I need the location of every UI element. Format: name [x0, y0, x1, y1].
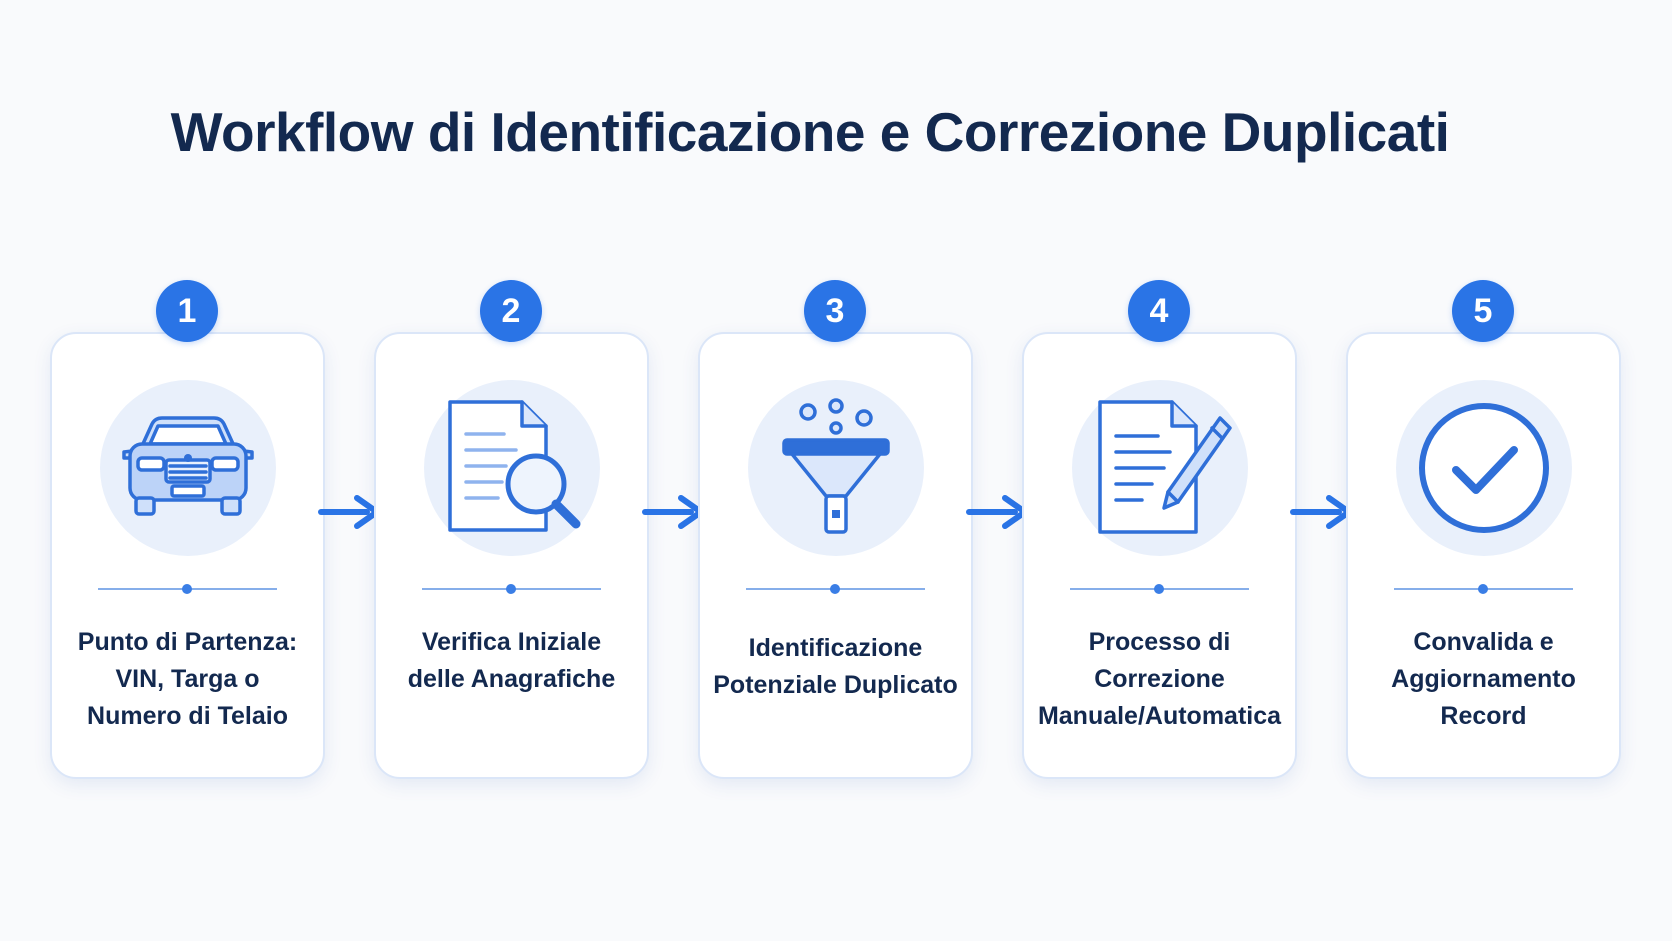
icon-circle [424, 380, 600, 556]
step-label: Processo di Correzione Manuale/Automatic… [1034, 624, 1285, 735]
workflow-step-5: Convalida e Aggiornamento Record 5 [1346, 280, 1621, 780]
step-card: Verifica Iniziale delle Anagrafiche [374, 332, 649, 779]
step-label-line: Manuale/Automatica [1037, 702, 1282, 730]
step-label-line: Convalida e [1413, 628, 1554, 656]
separator-dot [506, 584, 516, 594]
step-number-badge: 2 [480, 280, 542, 342]
step-label-line: VIN, Targa o [115, 665, 260, 693]
step-card: Processo di Correzione Manuale/Automatic… [1022, 332, 1297, 779]
step-label: Identificazione Potenziale Duplicato [710, 630, 961, 704]
step-number-badge: 3 [804, 280, 866, 342]
icon-circle [748, 380, 924, 556]
step-number-badge: 1 [156, 280, 218, 342]
step-label-line: Verifica Iniziale [421, 628, 602, 656]
workflow-step-3: Identificazione Potenziale Duplicato 3 [698, 280, 973, 780]
step-number-badge: 4 [1128, 280, 1190, 342]
step-label: Punto di Partenza: VIN, Targa o Numero d… [62, 624, 313, 735]
car-icon [122, 416, 254, 516]
step-number-badge: 5 [1452, 280, 1514, 342]
separator-dot [1154, 584, 1164, 594]
workflow-step-2: Verifica Iniziale delle Anagrafiche 2 [374, 280, 649, 780]
icon-circle [1396, 380, 1572, 556]
step-label-line: Punto di Partenza: [77, 628, 298, 656]
separator-dot [830, 584, 840, 594]
step-card: Convalida e Aggiornamento Record [1346, 332, 1621, 779]
step-card: Punto di Partenza: VIN, Targa o Numero d… [50, 332, 325, 779]
step-label: Verifica Iniziale delle Anagrafiche [386, 624, 637, 698]
page-title: Workflow di Identificazione e Correzione… [170, 101, 1450, 163]
step-label-line: Potenziale Duplicato [713, 671, 958, 699]
step-label-line: delle Anagrafiche [407, 665, 616, 693]
step-label-line: Identificazione [748, 634, 923, 662]
funnel-icon [782, 398, 890, 534]
workflow-step-1: Punto di Partenza: VIN, Targa o Numero d… [50, 280, 325, 780]
step-label-line: Aggiornamento [1391, 665, 1576, 693]
separator-dot [182, 584, 192, 594]
step-label-line: Numero di Telaio [87, 702, 288, 730]
step-label-line: Processo di [1088, 628, 1231, 656]
step-label-line: Correzione [1094, 665, 1225, 693]
check-circle-icon [1419, 403, 1549, 533]
document-edit-icon [1098, 400, 1232, 534]
icon-circle [100, 380, 276, 556]
icon-circle [1072, 380, 1248, 556]
document-search-icon [448, 400, 581, 532]
step-label: Convalida e Aggiornamento Record [1358, 624, 1609, 735]
step-label-line: Record [1440, 702, 1527, 730]
workflow-step-4: Processo di Correzione Manuale/Automatic… [1022, 280, 1297, 780]
step-card: Identificazione Potenziale Duplicato [698, 332, 973, 779]
separator-dot [1478, 584, 1488, 594]
